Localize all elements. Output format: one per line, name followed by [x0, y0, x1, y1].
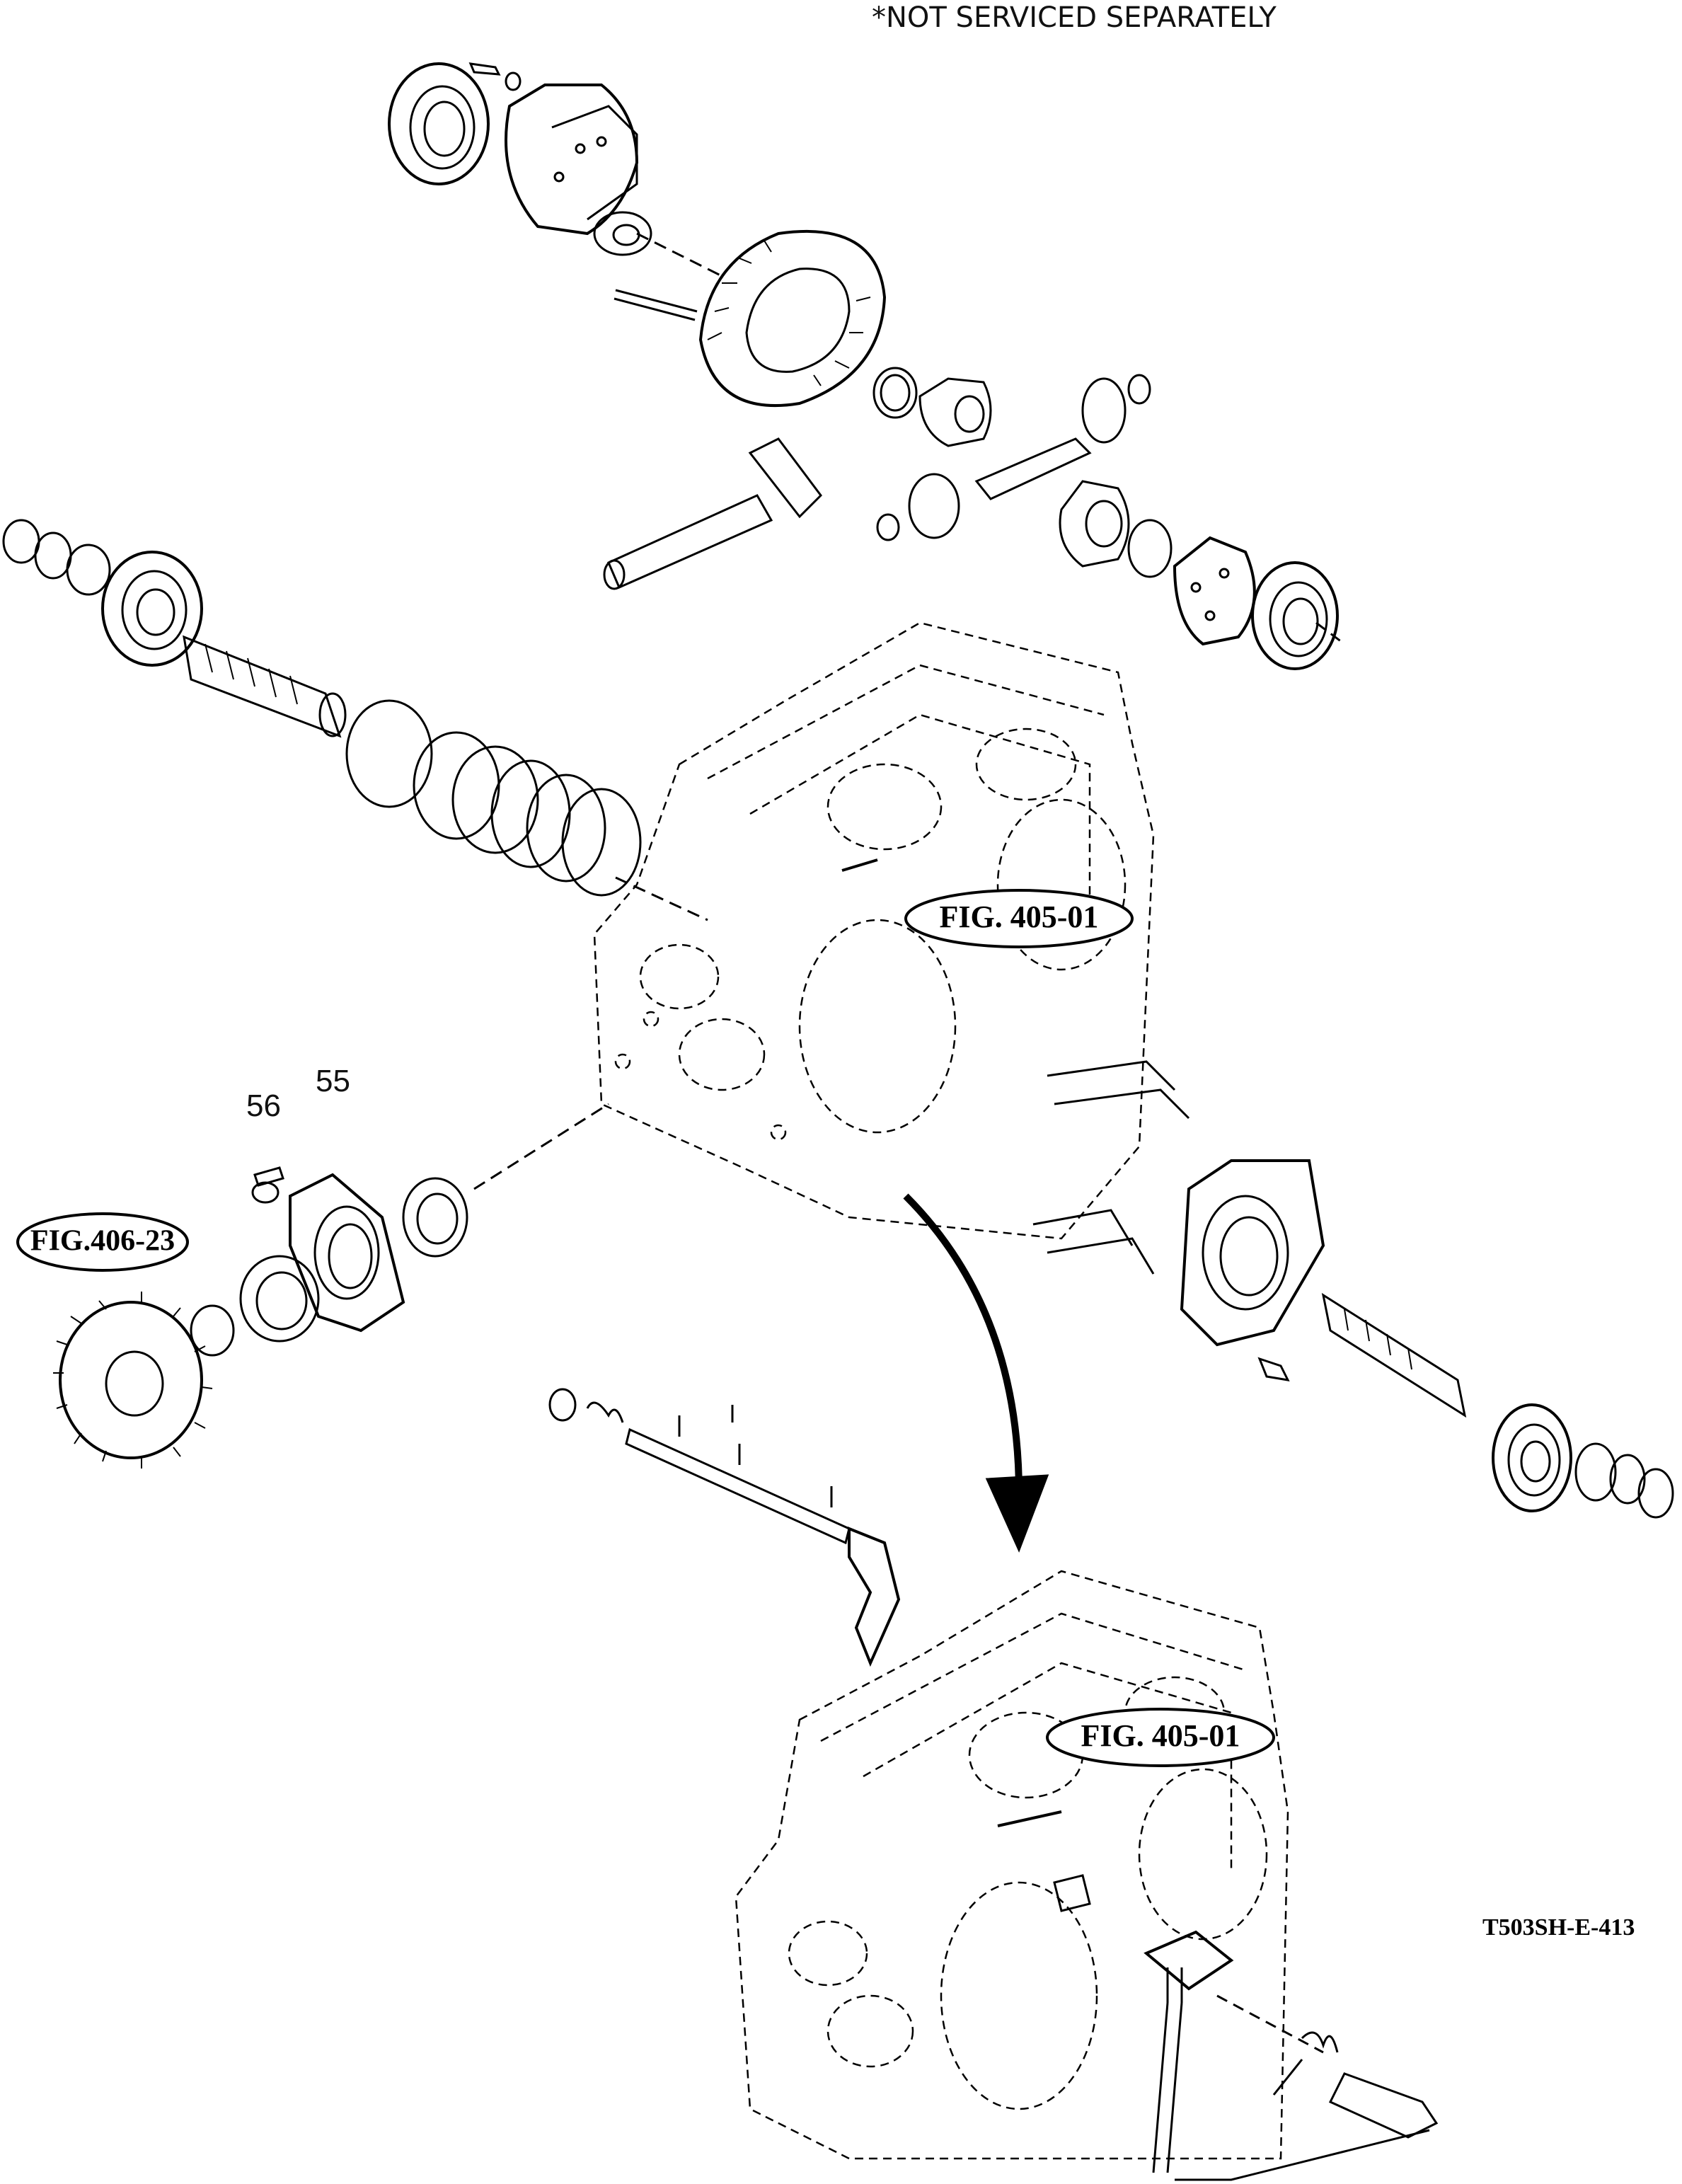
drawing-code: T503SH-E-413 — [1482, 1914, 1635, 1941]
callout-56[interactable]: 56 — [246, 1088, 281, 1123]
left-hub-assembly — [53, 1103, 609, 1469]
transmission-case-upper — [593, 621, 1155, 1240]
left-axle-assembly — [2, 519, 708, 921]
shift-rod-assembly — [548, 1388, 901, 1667]
fig-ref-405-01-lower[interactable]: FIG. 405-01 — [1081, 1718, 1240, 1753]
assembly-arrow — [903, 1193, 1049, 1553]
not-serviced-note: *NOT SERVICED SEPARATELY — [872, 1, 1277, 34]
lever-assembly — [1053, 1874, 1439, 2181]
fig-ref-406-23[interactable]: FIG.406-23 — [30, 1225, 175, 1258]
fig-ref-ovals — [16, 889, 1275, 1767]
transmission-case-lower — [735, 1570, 1289, 2160]
callout-55[interactable]: 55 — [316, 1064, 350, 1098]
right-axle-assembly — [1032, 1060, 1674, 1519]
fig-ref-405-01-upper[interactable]: FIG. 405-01 — [940, 900, 1099, 934]
differential-assembly — [388, 62, 1345, 670]
